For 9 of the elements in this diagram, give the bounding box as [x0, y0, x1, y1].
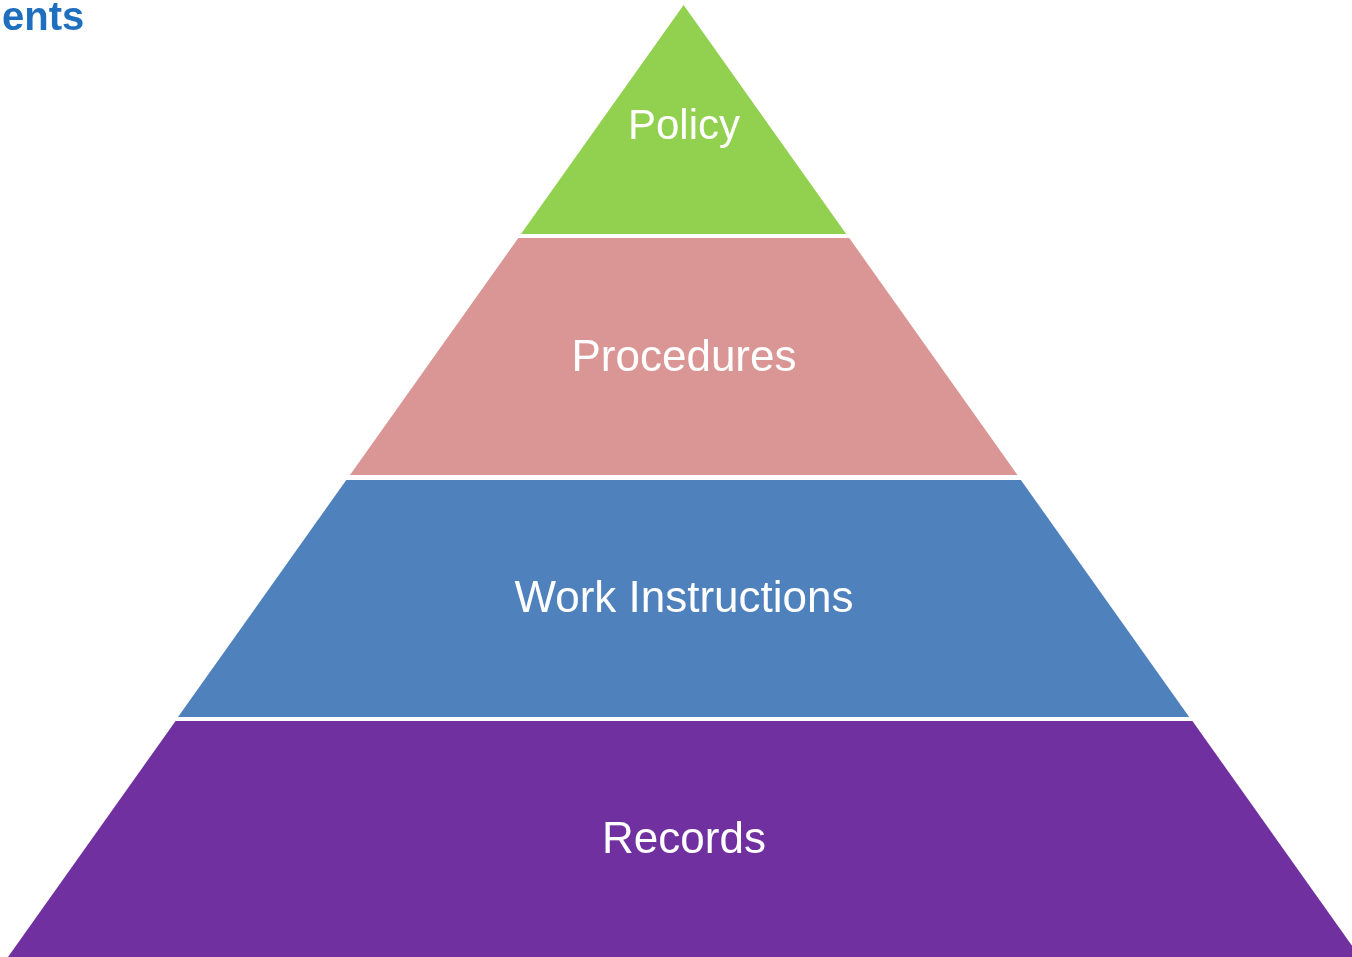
tier-label: Work Instructions [513, 572, 855, 622]
pyramid-tier [178, 480, 1190, 717]
pyramid-tier [350, 238, 1018, 475]
heading-fragment: ents [2, 0, 85, 39]
pyramid-tier [8, 721, 1352, 957]
tier-label: Records [601, 813, 767, 863]
tier-label: Policy [626, 101, 741, 149]
pyramid-top-triangle [521, 5, 847, 234]
tier-label: Procedures [570, 331, 798, 381]
